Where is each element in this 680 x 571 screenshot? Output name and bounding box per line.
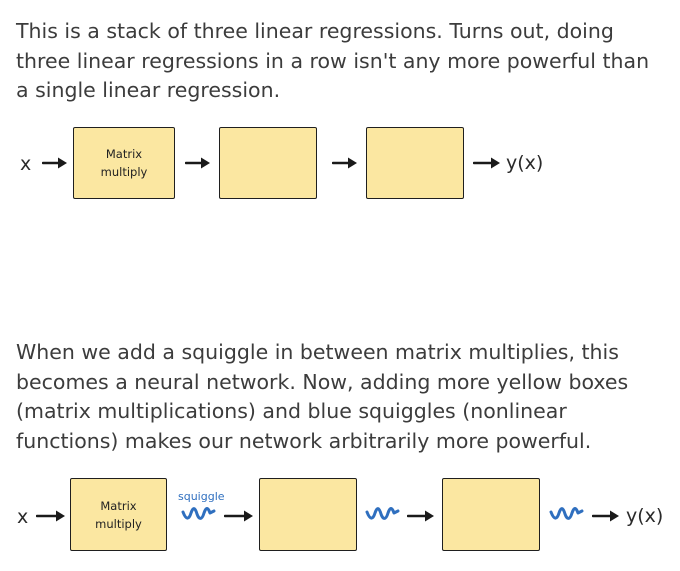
- squiggle-icon: [365, 507, 400, 520]
- arrow-right-icon: [332, 157, 357, 169]
- box-label-line1: Matrix: [105, 147, 143, 161]
- squiggle-icon: [181, 507, 216, 520]
- arrow-right-icon: [42, 157, 67, 169]
- input-x-label: x: [20, 153, 32, 175]
- squiggle-icon: [549, 507, 584, 520]
- arrow-right-icon: [185, 157, 210, 169]
- box-label-line2: multiply: [95, 516, 142, 531]
- matrix-multiply-box: Matrix multiply: [73, 127, 175, 199]
- paragraph-linear-regressions: This is a stack of three linear regressi…: [16, 19, 650, 102]
- matrix-multiply-box: [366, 127, 464, 199]
- box-label-line2: multiply: [100, 165, 148, 179]
- arrow-right-icon: [592, 510, 619, 522]
- matrix-multiply-box: [259, 478, 357, 551]
- arrow-right-icon: [473, 157, 500, 169]
- output-y-label: y(x): [626, 505, 664, 527]
- arrow-right-icon: [224, 510, 253, 522]
- box-label-line1: Matrix: [100, 498, 137, 513]
- arrow-right-icon: [407, 510, 434, 522]
- matrix-multiply-box: Matrix multiply: [70, 478, 167, 551]
- paragraph-neural-network: When we add a squiggle in between matrix…: [16, 340, 629, 453]
- output-y-label: y(x): [506, 152, 544, 174]
- arrow-right-icon: [36, 510, 65, 522]
- input-x-label: x: [17, 506, 29, 528]
- squiggle-label: squiggle: [178, 490, 225, 503]
- matrix-multiply-box: [442, 478, 540, 551]
- matrix-multiply-box: [219, 127, 317, 199]
